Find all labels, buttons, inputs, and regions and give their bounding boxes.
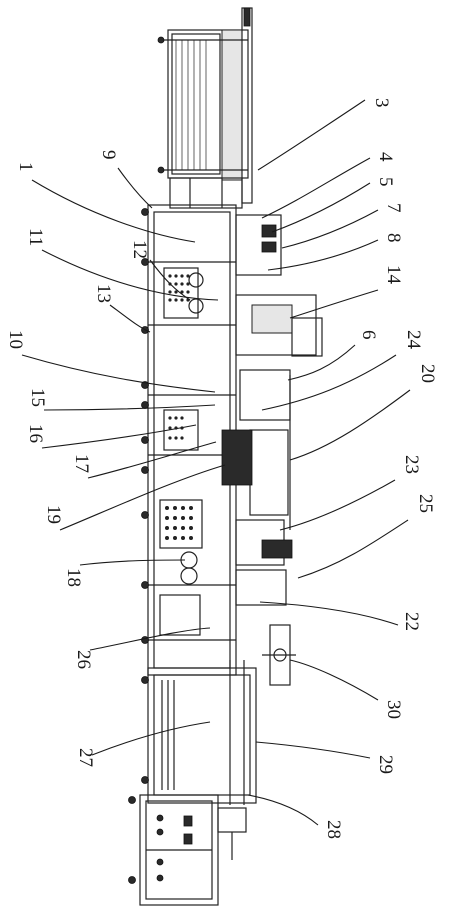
leader-19 <box>59 464 226 531</box>
label-16: 16 <box>25 424 46 443</box>
leader-17 <box>87 441 217 479</box>
label-17: 17 <box>71 454 92 473</box>
leader-7 <box>281 209 379 249</box>
label-10: 10 <box>5 330 26 349</box>
label-1: 1 <box>15 162 36 172</box>
leader-18 <box>79 559 186 566</box>
leader-28 <box>247 794 319 826</box>
leader-3 <box>257 99 366 171</box>
working-stations <box>221 214 323 686</box>
leader-24 <box>261 354 397 411</box>
label-11: 11 <box>25 228 46 246</box>
leader-lines <box>21 99 411 826</box>
label-13: 13 <box>93 284 114 303</box>
label-18: 18 <box>63 568 84 587</box>
label-30: 30 <box>383 700 404 719</box>
machine-drawing <box>128 7 323 906</box>
leader-9 <box>117 167 153 209</box>
leader-23 <box>279 479 396 531</box>
leader-13 <box>109 304 151 333</box>
leader-8 <box>267 239 379 271</box>
label-22: 22 <box>401 612 422 631</box>
leader-4 <box>261 157 371 219</box>
leader-12 <box>149 259 191 301</box>
leader-1 <box>31 179 196 243</box>
leader-26 <box>89 627 211 651</box>
leader-5 <box>271 182 371 233</box>
control-cabinet <box>128 794 247 906</box>
leader-6 <box>287 344 356 381</box>
leader-29 <box>255 741 371 759</box>
label-12: 12 <box>129 240 150 259</box>
label-28: 28 <box>323 820 344 839</box>
label-9: 9 <box>98 150 119 160</box>
label-4: 4 <box>375 152 396 162</box>
label-3: 3 <box>371 98 392 108</box>
leader-15 <box>43 404 216 411</box>
label-6: 6 <box>358 330 379 340</box>
label-19: 19 <box>43 505 64 524</box>
leader-22 <box>259 601 399 626</box>
label-15: 15 <box>27 388 48 407</box>
part-labels: 3 4 5 7 8 9 1 11 12 13 14 6 24 20 10 15 … <box>5 98 438 839</box>
leader-14 <box>289 289 379 319</box>
label-20: 20 <box>417 364 438 383</box>
label-27: 27 <box>75 748 96 767</box>
label-23: 23 <box>401 455 422 474</box>
label-8: 8 <box>383 233 404 243</box>
label-14: 14 <box>383 265 404 285</box>
leader-10 <box>21 354 216 393</box>
label-7: 7 <box>383 203 404 213</box>
label-29: 29 <box>375 755 396 774</box>
feed-conveyor <box>157 7 253 209</box>
label-5: 5 <box>375 177 396 187</box>
leader-30 <box>289 659 379 701</box>
leader-27 <box>91 721 211 756</box>
leader-25 <box>297 519 409 579</box>
label-24: 24 <box>403 330 424 350</box>
label-26: 26 <box>73 650 94 669</box>
leader-11 <box>41 249 219 301</box>
label-25: 25 <box>415 494 436 513</box>
control-panels <box>159 267 204 636</box>
leader-20 <box>289 389 411 461</box>
leader-16 <box>41 424 197 449</box>
